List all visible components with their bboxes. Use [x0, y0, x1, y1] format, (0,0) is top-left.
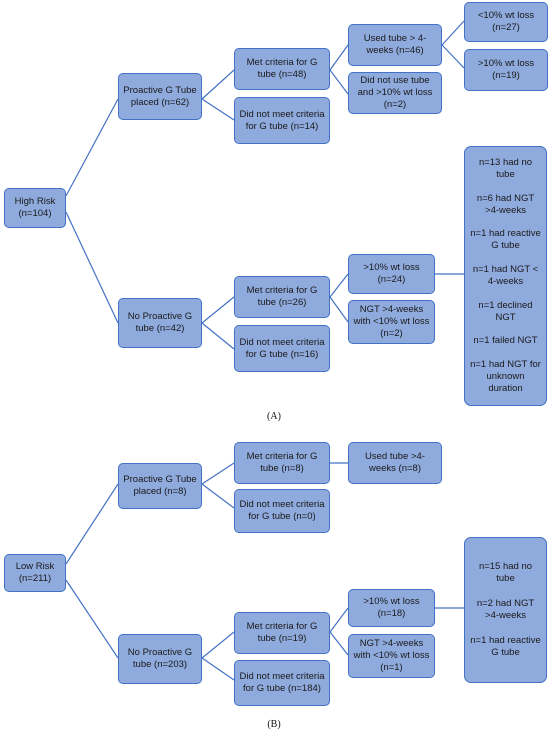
node-met-criteria: Met criteria for G tube (n=48) [234, 48, 330, 90]
node-gt10-wt-loss-2-b: >10% wt loss (n=18) [348, 589, 435, 627]
outcomes-list-b: n=15 had no tube n=2 had NGT >4-weeks n=… [464, 537, 547, 683]
outcome-item: n=1 had NGT for unknown duration [470, 359, 541, 395]
node-did-not-meet-criteria: Did not meet criteria for G tube (n=14) [234, 97, 330, 144]
outcome-item: n=1 failed NGT [473, 335, 538, 347]
node-did-not-meet-criteria-b: Did not meet criteria for G tube (n=0) [234, 489, 330, 533]
outcome-item: n=2 had NGT >4-weeks [476, 597, 535, 621]
outcome-item: n=13 had no tube [478, 156, 533, 180]
outcome-item: n=6 had NGT >4-weeks [476, 192, 535, 216]
outcomes-list-a: n=13 had no tube n=6 had NGT >4-weeks n=… [464, 146, 547, 406]
outcome-item: n=1 had NGT < 4-weeks [472, 263, 539, 287]
node-ngt-4-weeks: NGT >4-weeks with <10% wt loss (n=2) [348, 300, 435, 344]
caption-b: (B) [267, 719, 281, 730]
node-high-risk: High Risk (n=104) [4, 188, 66, 228]
node-gt10-wt-loss-2: >10% wt loss (n=24) [348, 254, 435, 294]
node-did-not-meet-criteria-2: Did not meet criteria for G tube (n=16) [234, 325, 330, 372]
node-low-risk: Low Risk (n=211) [4, 554, 66, 592]
node-no-proactive-g-tube: No Proactive G tube (n=42) [118, 298, 202, 348]
node-gt10-wt-loss: >10% wt loss (n=19) [464, 49, 548, 91]
node-met-criteria-2: Met criteria for G tube (n=26) [234, 276, 330, 318]
node-did-not-meet-criteria-2-b: Did not meet criteria for G tube (n=184) [234, 660, 330, 706]
node-did-not-use-tube: Did not use tube and >10% wt loss (n=2) [348, 72, 442, 114]
node-lt10-wt-loss: <10% wt loss (n=27) [464, 2, 548, 42]
node-no-proactive-g-tube-b: No Proactive G tube (n=203) [118, 634, 202, 684]
node-proactive-g-tube-placed-b: Proactive G Tube placed (n=8) [118, 463, 202, 509]
outcome-item: n=1 declined NGT [478, 299, 533, 323]
node-met-criteria-b: Met criteria for G tube (n=8) [234, 442, 330, 484]
outcome-item: n=1 had reactive G tube [470, 228, 541, 252]
node-used-tube: Used tube > 4-weeks (n=46) [348, 24, 442, 66]
node-met-criteria-2-b: Met criteria for G tube (n=19) [234, 612, 330, 654]
caption-a: (A) [267, 411, 281, 422]
node-used-tube-b: Used tube >4-weeks (n=8) [348, 442, 442, 484]
node-ngt-4-weeks-b: NGT >4-weeks with <10% wt loss (n=1) [348, 634, 435, 678]
outcome-item: n=15 had no tube [478, 560, 533, 584]
node-proactive-g-tube-placed: Proactive G Tube placed (n=62) [118, 73, 202, 120]
outcome-item: n=1 had reactive G tube [470, 635, 541, 659]
